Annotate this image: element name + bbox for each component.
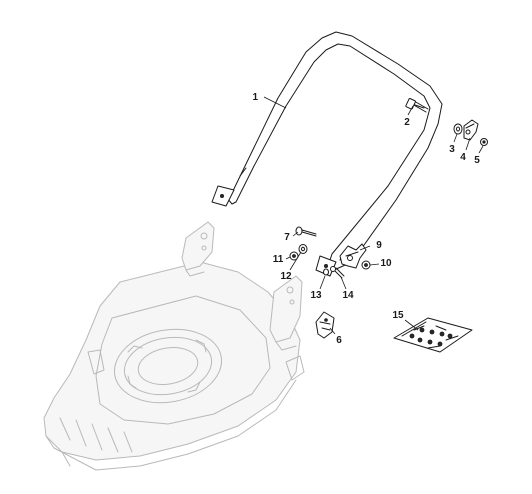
part-nut-5 (480, 138, 488, 146)
callout-11: 11 (273, 254, 284, 265)
part-washer-13 (323, 268, 329, 276)
callout-5: 5 (474, 155, 480, 166)
part-handle (211, 31, 443, 277)
mower-deck (43, 221, 305, 471)
part-bolt-14 (330, 266, 345, 279)
callouts: 1 2 3 4 5 6 7 9 10 11 12 13 14 15 (252, 92, 480, 346)
leader-lines (263, 96, 484, 335)
part-bolt-2 (405, 98, 429, 113)
part-nut-10 (361, 260, 371, 270)
callout-4: 4 (460, 152, 466, 163)
callout-6: 6 (336, 335, 342, 346)
callout-10: 10 (380, 258, 392, 269)
part-clip-6 (315, 311, 335, 339)
part-washer-3 (453, 123, 463, 135)
part-hardware-kit-15 (393, 317, 473, 353)
callout-7: 7 (284, 232, 290, 243)
callout-1: 1 (252, 92, 258, 103)
callout-15: 15 (392, 310, 404, 321)
part-washer-12 (298, 244, 308, 254)
part-knob-9 (339, 243, 367, 269)
part-knob-4 (463, 119, 479, 141)
part-bolt-7 (295, 226, 317, 237)
callout-12: 12 (280, 271, 292, 282)
callout-13: 13 (310, 290, 322, 301)
callout-2: 2 (404, 117, 410, 128)
callout-9: 9 (376, 240, 382, 251)
callout-14: 14 (342, 290, 354, 301)
part-nut-11 (289, 251, 299, 261)
callout-3: 3 (449, 144, 455, 155)
